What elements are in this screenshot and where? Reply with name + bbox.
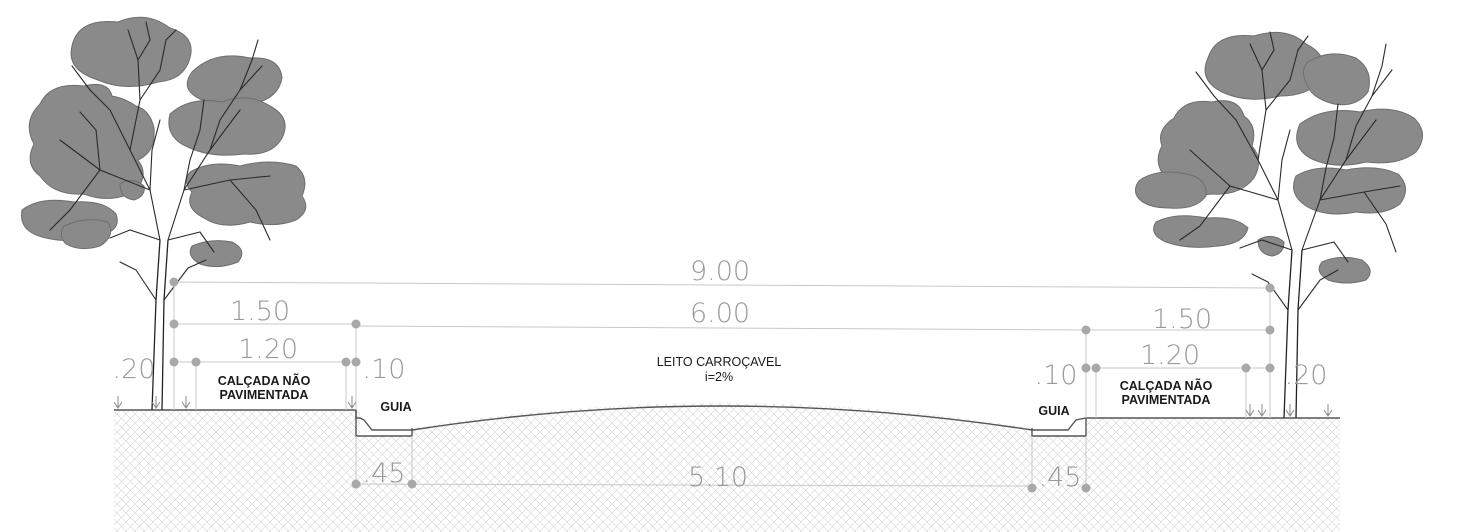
dim-curb-left: .10 [363, 354, 406, 385]
tree-right [1135, 31, 1423, 419]
dim-sidewalk-left-inner: 1.20 [238, 334, 298, 365]
curb-left-block [355, 410, 413, 437]
label-sidewalk-right-line2: PAVIMENTADA [1122, 393, 1211, 407]
dim-curb-right: .10 [1035, 360, 1078, 391]
dim-edge-left: .20 [113, 354, 156, 385]
label-sidewalk-left-line1: CALÇADA NÃO [218, 373, 311, 388]
label-sidewalk-right-line1: CALÇADA NÃO [1120, 378, 1213, 393]
label-roadway-title: LEITO CARROÇAVEL [657, 355, 782, 369]
soil-section [114, 403, 1340, 532]
ground-arrows [113, 396, 1333, 417]
ground-profile [114, 405, 1340, 437]
dimension-lines [173, 281, 1271, 488]
dim-sidewalk-left-outer: 1.50 [230, 296, 290, 327]
foliage-left [21, 16, 307, 268]
dimension-labels: 9.00 6.00 1.50 1.20 1.50 1.20 .20 .20 .1… [113, 256, 1328, 493]
label-curb-right: GUIA [1038, 404, 1069, 418]
dim-gutter-right: .45 [1039, 462, 1082, 493]
dim-edge-right: .20 [1285, 360, 1328, 391]
dim-road-width: 6.00 [690, 298, 750, 329]
dim-sidewalk-right-inner: 1.20 [1140, 340, 1200, 371]
dim-gutter-left: .45 [363, 458, 406, 489]
dimension-dots [169, 277, 1275, 493]
tree-left [21, 16, 307, 411]
dim-sidewalk-right-outer: 1.50 [1152, 304, 1212, 335]
branches-left [49, 21, 271, 411]
component-labels: LEITO CARROÇAVEL i=2% CALÇADA NÃO PAVIME… [218, 355, 1213, 418]
branches-right [1179, 31, 1401, 419]
label-roadway-slope: i=2% [705, 370, 733, 384]
label-sidewalk-left-line2: PAVIMENTADA [220, 388, 309, 402]
dim-total-width: 9.00 [690, 256, 750, 287]
curb-right-block [1031, 418, 1087, 437]
label-curb-left: GUIA [380, 400, 411, 414]
dim-carriageway-inner: 5.10 [688, 462, 748, 493]
